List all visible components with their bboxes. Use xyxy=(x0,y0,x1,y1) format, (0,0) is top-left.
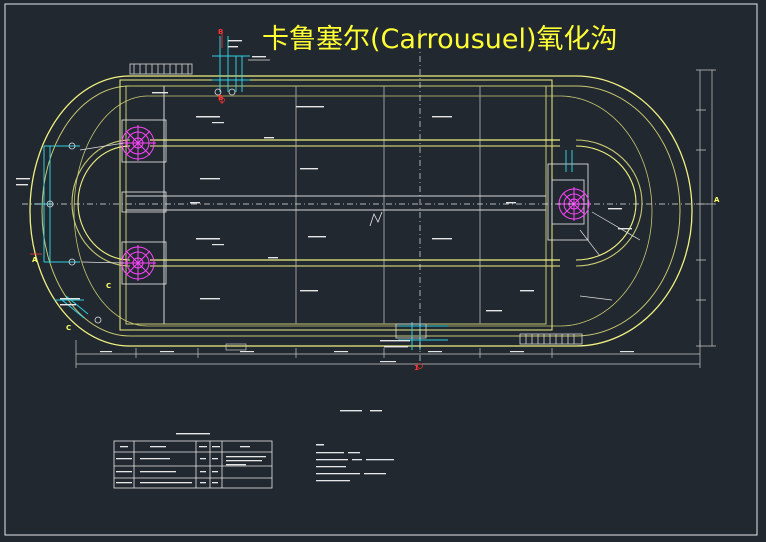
leader-lines xyxy=(79,59,641,301)
central-basin xyxy=(119,79,553,331)
partition-walls xyxy=(150,139,560,267)
equipment-table xyxy=(113,440,273,489)
section-marker-right: A xyxy=(714,196,720,204)
piping xyxy=(34,36,573,350)
pipe-fittings xyxy=(46,88,236,324)
section-marker-pipe-lower: C xyxy=(66,324,71,332)
drawing-title: 卡鲁塞尔(Carrousuel)氧化沟 xyxy=(262,24,618,55)
notes-block xyxy=(316,444,394,482)
section-marker-pipe: C xyxy=(106,282,111,290)
equipment-table-text xyxy=(116,433,266,484)
annotation-bars xyxy=(16,40,632,412)
dimension-ticks xyxy=(100,351,634,363)
section-marker-icon xyxy=(219,97,423,369)
inner-turns xyxy=(71,139,643,267)
break-mark xyxy=(369,211,383,227)
walkway-bridges xyxy=(129,63,583,345)
sheet-frame xyxy=(4,3,758,536)
section-marker-bottom: 1 xyxy=(414,364,419,372)
outer-channel xyxy=(29,75,693,347)
section-marker-top: B xyxy=(218,28,223,36)
centre-axes xyxy=(22,30,708,362)
dimension-lines xyxy=(75,69,716,368)
turn-section-right xyxy=(547,163,589,241)
section-marker-left: A xyxy=(32,256,38,264)
